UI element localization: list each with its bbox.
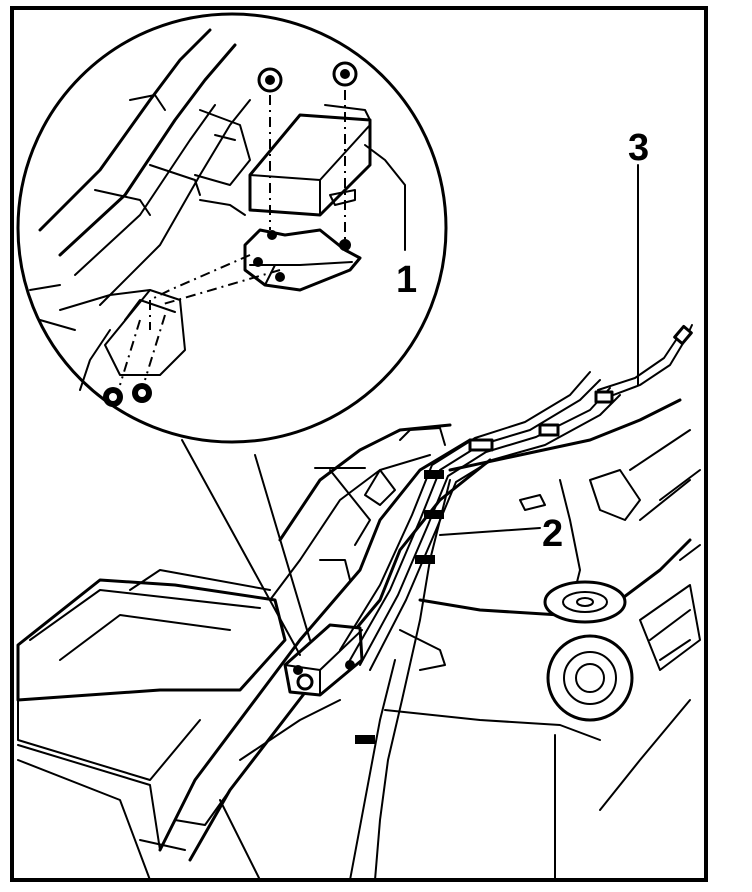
nut-icon bbox=[332, 61, 358, 87]
callout-leader-2 bbox=[439, 527, 541, 536]
callout-number-1: 1 bbox=[396, 259, 417, 301]
callout-number-3: 3 bbox=[628, 127, 649, 169]
vehicle-floor-view bbox=[16, 324, 701, 881]
nut-icon bbox=[103, 387, 123, 407]
callout-number-2: 2 bbox=[542, 513, 563, 555]
nut-icon bbox=[132, 383, 152, 403]
nut-icon bbox=[257, 67, 283, 93]
detail-magnifier bbox=[16, 12, 448, 656]
diagram-frame bbox=[10, 6, 708, 882]
